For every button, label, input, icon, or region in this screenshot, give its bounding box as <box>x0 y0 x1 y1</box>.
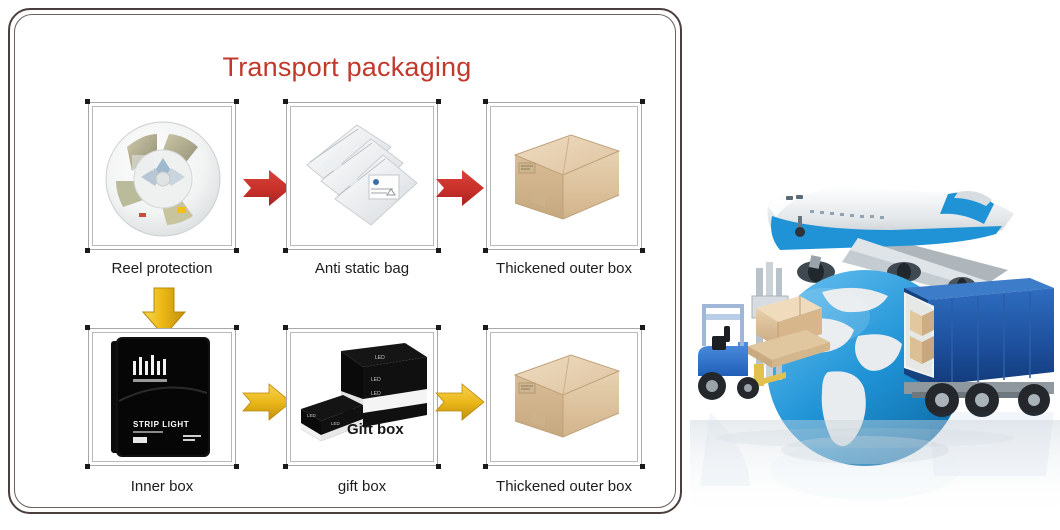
svg-text:LED: LED <box>307 413 317 418</box>
image-inner-frame <box>92 332 232 462</box>
flow-item-inner-box[interactable]: STRIP LIGHT Inner box <box>82 325 242 508</box>
selection-handle[interactable] <box>234 325 239 330</box>
selection-handle[interactable] <box>234 99 239 104</box>
airplane-icon <box>767 186 1014 307</box>
selection-handle[interactable] <box>640 248 645 253</box>
image-inner-frame <box>490 332 638 462</box>
yellow-arrow-right <box>241 382 293 427</box>
selection-handle[interactable] <box>283 325 288 330</box>
carton-box-art <box>513 134 621 220</box>
image-inner-frame <box>290 332 434 462</box>
selection-handle[interactable] <box>640 464 645 469</box>
flow-item-thickened-outer-box-top[interactable]: Thickened outer box <box>480 99 648 282</box>
led-reel-art <box>105 121 221 237</box>
panel-inner-border <box>14 14 676 508</box>
black-inner-box-art: STRIP LIGHT <box>111 337 210 457</box>
gift-box-image[interactable]: LED LED LED LED LED Gift box <box>283 325 441 469</box>
black-inner-box-image[interactable]: STRIP LIGHT <box>85 325 239 469</box>
selection-handle[interactable] <box>640 325 645 330</box>
selection-handle[interactable] <box>85 248 90 253</box>
page-title: Transport packaging <box>222 52 472 82</box>
carton-box-image[interactable] <box>483 325 645 469</box>
flow-item-gift-box[interactable]: LED LED LED LED LED Gift box <box>280 325 444 508</box>
selection-handle[interactable] <box>85 464 90 469</box>
red-arrow-right <box>434 168 486 213</box>
anti-static-bag-art <box>306 124 418 226</box>
selection-handle[interactable] <box>85 325 90 330</box>
flow-item-caption: Reel protection <box>111 260 213 277</box>
selection-handle[interactable] <box>436 99 441 104</box>
flow-item-caption: Inner box <box>130 478 194 495</box>
flow-item-caption: Anti static bag <box>314 260 410 277</box>
yellow-arrow-right <box>434 382 486 427</box>
global-logistics-illustration <box>690 120 1060 520</box>
carton-box-image[interactable] <box>483 99 645 253</box>
svg-text:LED: LED <box>371 391 381 397</box>
forklift-icon <box>698 262 830 400</box>
flow-item-caption: Thickened outer box <box>496 478 632 495</box>
flow-item-anti-static-bag[interactable]: Anti static bag <box>280 99 444 282</box>
svg-text:LED: LED <box>371 377 381 383</box>
cargo-truck-icon <box>904 278 1054 417</box>
selection-handle[interactable] <box>234 464 239 469</box>
selection-handle[interactable] <box>283 464 288 469</box>
yellow-arrow-down <box>138 286 190 343</box>
selection-handle[interactable] <box>234 248 239 253</box>
selection-handle[interactable] <box>436 325 441 330</box>
selection-handle[interactable] <box>436 464 441 469</box>
flow-item-reel-protection[interactable]: Reel protection <box>82 99 242 282</box>
image-inner-frame <box>490 106 638 246</box>
selection-handle[interactable] <box>483 248 488 253</box>
gift-box-art: LED LED LED LED LED <box>301 343 427 441</box>
flow-item-caption: gift box <box>337 478 387 495</box>
selection-handle[interactable] <box>483 325 488 330</box>
selection-handle[interactable] <box>483 464 488 469</box>
anti-static-bag-image[interactable] <box>283 99 441 253</box>
flow-item-caption: Thickened outer box <box>496 260 632 277</box>
selection-handle[interactable] <box>283 248 288 253</box>
led-reel-image[interactable] <box>85 99 239 253</box>
flow-item-thickened-outer-box-bottom[interactable]: Thickened outer box <box>480 325 648 508</box>
selection-handle[interactable] <box>640 99 645 104</box>
transport-packaging-panel: Transport packaging <box>8 8 682 514</box>
image-inner-frame <box>92 106 232 246</box>
svg-text:LED: LED <box>375 355 385 361</box>
carton-box-art <box>513 354 621 438</box>
svg-text:LED: LED <box>331 421 341 426</box>
selection-handle[interactable] <box>85 99 90 104</box>
product-text: STRIP LIGHT <box>133 420 189 429</box>
selection-handle[interactable] <box>483 99 488 104</box>
red-arrow-right <box>241 168 293 213</box>
gift-box-overlay-label: Gift box <box>347 421 404 438</box>
selection-handle[interactable] <box>283 99 288 104</box>
selection-handle[interactable] <box>436 248 441 253</box>
image-inner-frame <box>290 106 434 246</box>
